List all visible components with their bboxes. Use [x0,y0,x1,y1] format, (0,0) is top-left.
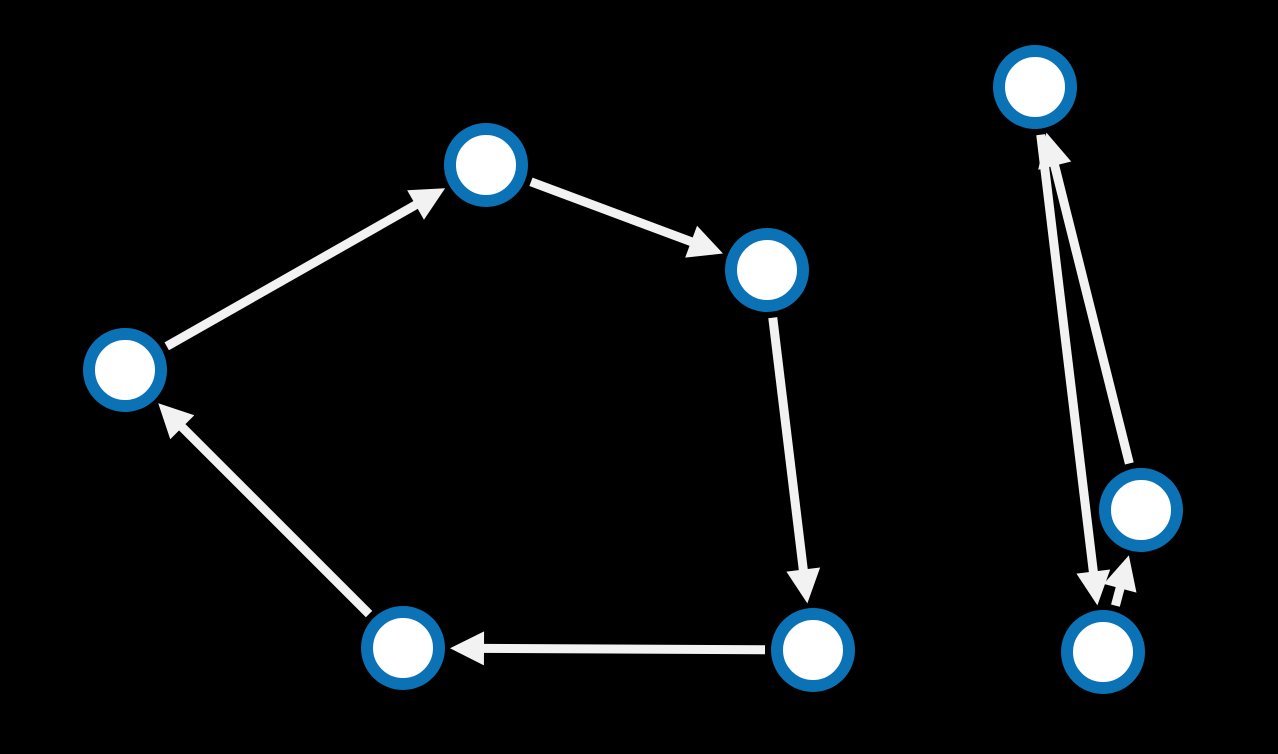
edge-upper-middle-to-bottom-middle-arrowhead [786,567,821,604]
node-right[interactable] [1099,468,1183,552]
edge-bottom-left-to-left-arrowhead [158,403,195,440]
edge-bottom-right-to-right-arrowhead [1103,555,1137,593]
edge-upper-middle-to-bottom-middle [768,317,809,574]
node-right-ring[interactable] [1099,468,1183,552]
node-layer [83,45,1183,694]
edge-bottom-middle-to-bottom-left [480,643,766,655]
node-upper-middle[interactable] [725,228,809,312]
edge-bottom-right-to-right [1111,584,1126,607]
node-left[interactable] [83,328,167,412]
node-bottom-left-ring[interactable] [361,606,445,690]
node-upper-left[interactable] [444,123,528,207]
node-bottom-right[interactable] [1061,610,1145,694]
edge-upper-left-to-upper-middle [529,177,696,247]
node-upper-middle-ring[interactable] [725,228,809,312]
node-top-right[interactable] [993,45,1077,129]
edge-layer [158,132,1137,666]
node-bottom-middle-ring[interactable] [771,608,855,692]
edge-bottom-middle-to-bottom-left-arrowhead [449,631,485,666]
node-bottom-right-ring[interactable] [1061,610,1145,694]
edge-top-right-to-bottom-right-arrowhead [1076,569,1111,606]
node-upper-left-ring[interactable] [444,123,528,207]
edge-top-right-to-bottom-right [1036,134,1099,576]
node-top-right-ring[interactable] [993,45,1077,129]
node-bottom-middle[interactable] [771,608,855,692]
edge-upper-left-to-upper-middle-arrowhead [685,225,723,258]
node-left-ring[interactable] [83,328,167,412]
edge-right-to-top-right-arrowhead [1038,132,1072,170]
edge-left-to-upper-left-arrowhead [407,188,446,220]
edge-right-to-top-right [1049,161,1134,465]
edge-left-to-upper-left [164,199,421,351]
edge-bottom-left-to-left [176,421,373,618]
node-bottom-left[interactable] [361,606,445,690]
